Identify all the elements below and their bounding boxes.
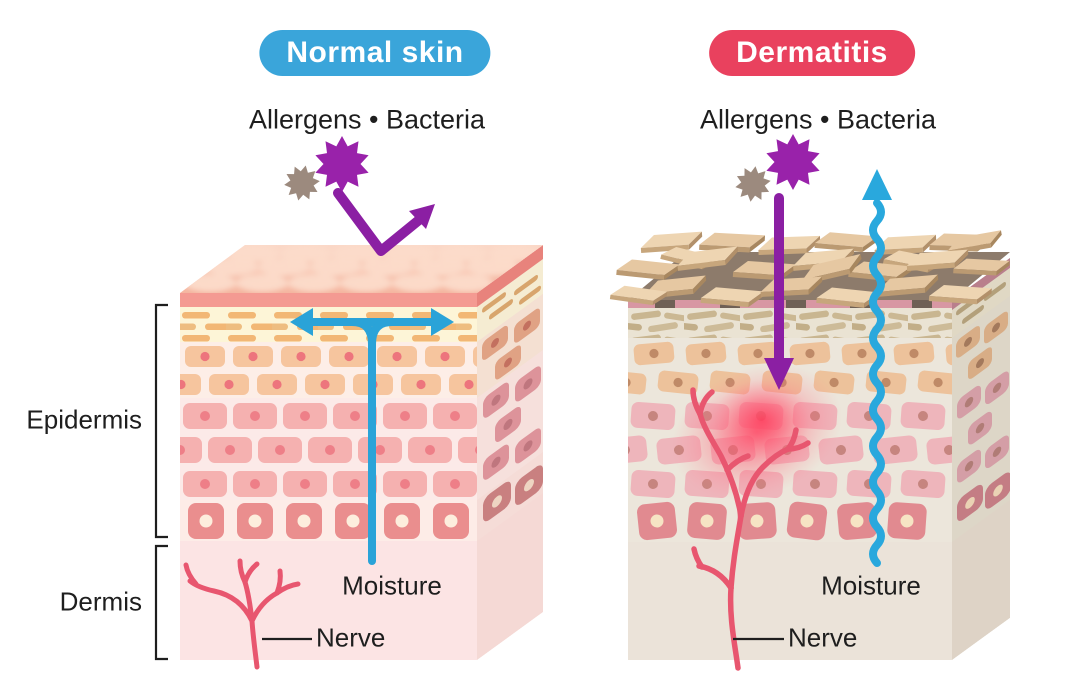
stratum-corneum-dermatitis [628, 308, 952, 338]
dermatitis-side-face [952, 257, 1010, 660]
moisture-label-normal: Moisture [342, 570, 442, 601]
moisture-retain-arrow-icon [290, 308, 454, 565]
dermatitis-badge: Dermatitis [709, 30, 915, 76]
basal-layer-normal [188, 503, 469, 539]
normal-skin-block [154, 136, 543, 670]
epidermis-label: Epidermis [26, 404, 142, 435]
nerve-label-dermatitis: Nerve [788, 622, 858, 653]
bacteria-star-icon [766, 134, 820, 190]
allergens-bacteria-label-dermatitis: Allergens • Bacteria [699, 104, 937, 135]
moisture-label-dermatitis: Moisture [821, 570, 921, 601]
inflammation-glow [671, 364, 843, 500]
allergen-star-icon [733, 163, 773, 205]
epidermis-bracket [154, 303, 168, 539]
bacteria-star-icon [315, 136, 369, 192]
basal-layer-dermatitis [637, 501, 927, 541]
nerve-normal [183, 558, 301, 670]
allergens-bacteria-label-normal: Allergens • Bacteria [248, 104, 486, 135]
normal-skin-badge: Normal skin [259, 30, 491, 76]
dermis-label: Dermis [59, 586, 142, 617]
moisture-escape-arrow-icon [862, 169, 892, 567]
penetrate-arrow-icon [764, 193, 794, 390]
deflect-arrow-icon [333, 188, 435, 256]
dermis-layer-dermatitis [628, 542, 952, 660]
dermis-layer-normal [180, 541, 477, 660]
allergen-star-icon [281, 161, 323, 205]
normal-skin-side-face [477, 244, 543, 660]
dermatitis-front-face [628, 308, 952, 660]
dermis-bracket [154, 544, 168, 661]
nerve-label-normal: Nerve [316, 622, 386, 653]
dermatitis-block [609, 134, 1010, 671]
nerve-dermatitis [690, 387, 811, 671]
normal-skin-front-face [180, 293, 477, 660]
